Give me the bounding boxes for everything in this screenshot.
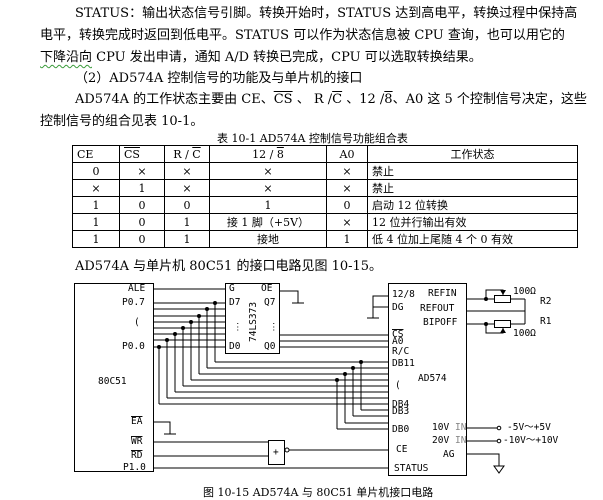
adc-cs-label: CS [392, 329, 404, 340]
table-header-row: CE CS R / C 12 / 8 A0 工作状态 [72, 145, 578, 163]
adc-20v-label: 20V [432, 435, 449, 446]
adc-ag-label: AG [443, 449, 455, 460]
section-heading: （2）AD574A 控制信号的功能及与单片机的接口 [75, 71, 363, 86]
latch-d0-label: D0 [229, 341, 241, 352]
latch-q-dots: ⋮ [269, 322, 279, 333]
r1-value-label: 100Ω [513, 328, 536, 339]
intro-cs-signal: CS [273, 92, 293, 107]
r2-value-label: 100Ω [513, 286, 536, 297]
resistor-r1 [494, 320, 511, 328]
cell-b: 接地 [209, 230, 327, 248]
adc-status-label: STATUS [394, 463, 429, 474]
table-caption: 表 10-1 AD574A 控制信号功能组合表 [217, 132, 408, 145]
cell-b: 接 1 脚（+5V） [209, 213, 327, 231]
adc-db3-label: DB3 [392, 406, 409, 417]
status-paragraph-line3-rest: CPU 发出申请，通知 A/D 转换已完成，CPU 可以选取转换结果。 [92, 50, 482, 65]
latch-g-label: G [229, 283, 235, 294]
intro-text-c: 、12 / [342, 92, 385, 107]
intro-paragraph-line2: 控制信号的组合见表 10-1。 [40, 114, 204, 129]
header-12-8: 12 / 8 [209, 145, 327, 163]
adc-db4-label: DB4 [392, 399, 409, 410]
latch-name-label: 74LS373 [248, 302, 259, 342]
table-row: 1 0 1 接 1 脚（+5V） × 12 位并行输出有效 [72, 213, 578, 231]
figure-caption: 图 10-15 AD574A 与 80C51 单片机接口电路 [203, 486, 434, 499]
intro-c-signal: C [332, 92, 343, 107]
latch-d-dots: ⋮ [233, 322, 243, 333]
mcu-80c51-box [74, 283, 154, 472]
adc-10v-label: 10V [432, 422, 449, 433]
table-row: 1 0 1 接地 1 低 4 位加上尾随 4 个 0 有效 [72, 230, 578, 248]
intro-text-d: 、A0 这 5 个控制信号决定，这些 [392, 92, 587, 107]
gate-symbol: + [273, 447, 279, 458]
range-10v-label: -5V～+5V [507, 422, 551, 433]
or-gate [268, 440, 285, 465]
adc-refout-label: REFOUT [420, 303, 455, 314]
adc-12-8-label: 12/8 [392, 289, 415, 300]
latch-d7-label: D7 [229, 297, 240, 308]
adc-db0-label: DB0 [392, 424, 409, 435]
status-paragraph-line1: STATUS：输出状态信号引脚。转换开始时，STATUS 达到高电平，转换过程中… [75, 6, 578, 21]
mcu-p00-label: P0.0 [122, 341, 145, 352]
adc-refin-label: REFIN [428, 288, 457, 299]
header-cs-text: CS [124, 147, 140, 161]
cell-cs: 0 [119, 230, 165, 248]
adc-a0-label: A0 [392, 336, 404, 347]
table-row: × 1 × × × 禁止 [72, 179, 578, 197]
mcu-p07-label: P0.7 [122, 297, 145, 308]
bus-brace-icon: ( [134, 317, 140, 328]
r1-label: R1 [540, 316, 552, 327]
intro-text-b: 、 R / [292, 92, 333, 107]
r2-label: R2 [540, 296, 551, 307]
resistor-r2 [494, 295, 511, 303]
latch-q0-label: Q0 [264, 341, 276, 352]
status-paragraph-line2: 电平，转换完成时返回到低电平。STATUS 可以作为状态信息被 CPU 查询，也… [40, 28, 565, 43]
cell-state: 12 位并行输出有效 [367, 213, 578, 231]
adc-10v-in-subscript: IN [455, 422, 467, 433]
mcu-rd-label: RD [131, 450, 143, 461]
circuit-reference-text: AD574A 与单片机 80C51 的接口电路见图 10-15。 [75, 259, 383, 274]
header-b-a: 12 / [252, 147, 277, 161]
spellcheck-underlined-text: 下降沿向 [40, 50, 93, 65]
adc-20v-in-subscript: IN [455, 435, 467, 446]
control-signal-table: CE CS R / C 12 / 8 A0 工作状态 0 × × × × 禁止 … [72, 145, 578, 248]
adc-db11-label: DB11 [392, 358, 415, 369]
cell-state: 低 4 位加上尾随 4 个 0 有效 [367, 230, 578, 248]
adc-rc-label: R/C [392, 346, 409, 357]
latch-q7-label: Q7 [264, 297, 275, 308]
adc-dg-label: DG [392, 302, 404, 313]
range-20v-label: -10V～+10V [503, 435, 559, 446]
mcu-name-label: 80C51 [98, 376, 127, 387]
header-rc-b: C [192, 147, 201, 161]
intro-8-signal: 8 [384, 92, 393, 107]
cell-ce: 1 [72, 230, 120, 248]
adc-ce-label: CE [396, 444, 408, 455]
latch-oe-label: OE [261, 283, 273, 294]
mcu-wr-label: WR [131, 436, 143, 447]
mcu-ale-label: ALE [128, 283, 145, 294]
intro-text-a: AD574A 的工作状态主要由 CE、 [75, 92, 274, 107]
intro-paragraph-line1: AD574A 的工作状态主要由 CE、CS 、 R /C 、12 /8、A0 这… [75, 88, 587, 107]
adc-bus-brace-icon: ( [395, 380, 401, 391]
header-rc-a: R / [173, 147, 193, 161]
mcu-p10-label: P1.0 [123, 462, 146, 473]
adc-name-label: AD574 [418, 373, 447, 384]
adc-bipoff-label: BIPOFF [423, 317, 458, 328]
latch-74ls373-box [225, 283, 280, 354]
header-b-b: 8 [276, 147, 284, 161]
adc-ad574-box [388, 283, 467, 476]
mcu-ea-label: EA [131, 416, 143, 427]
status-paragraph-line3: 下降沿向 CPU 发出申请，通知 A/D 转换已完成，CPU 可以选取转换结果。 [40, 46, 482, 65]
